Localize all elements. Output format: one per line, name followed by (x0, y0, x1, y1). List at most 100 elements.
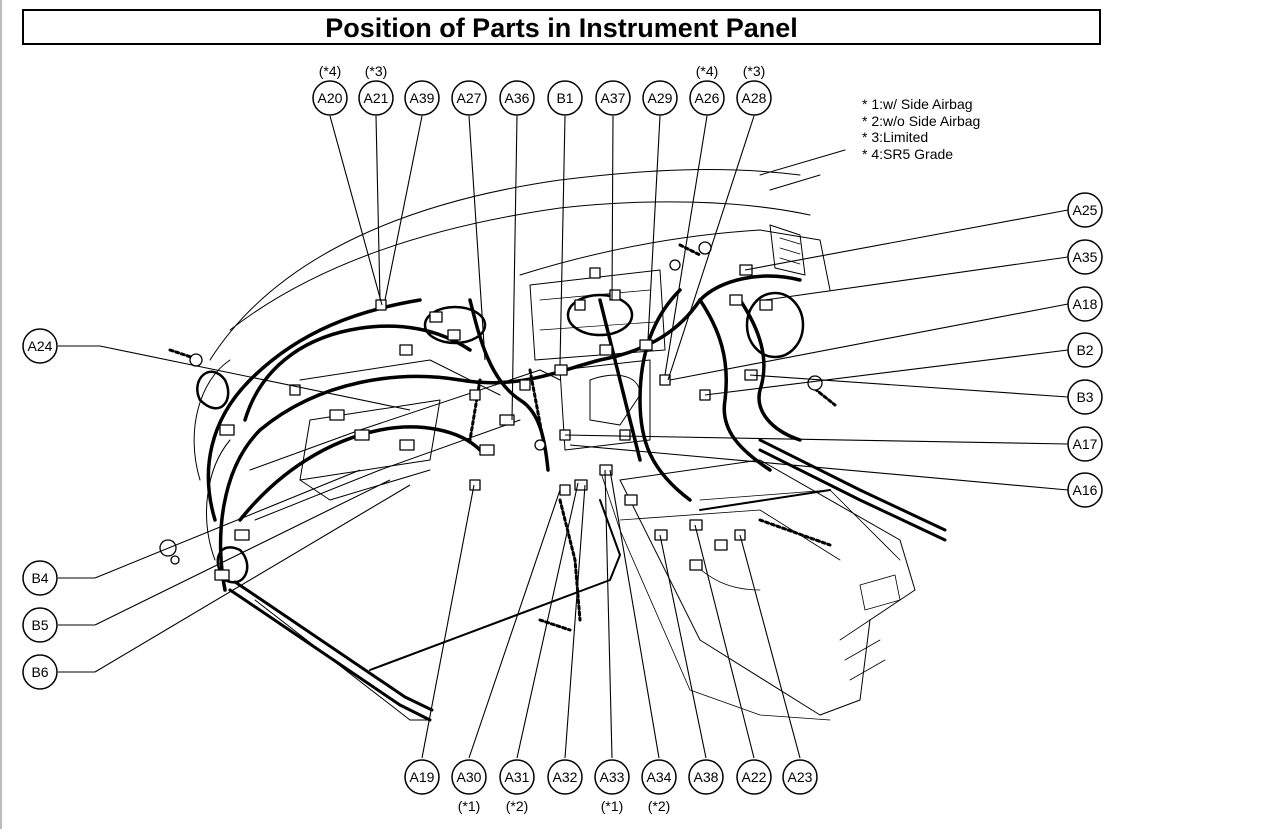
callout-label: A34 (647, 769, 672, 785)
callout-circle (641, 759, 677, 795)
callout-circle (736, 759, 772, 795)
callout-b3: B3 (1067, 379, 1103, 415)
bottom-callouts: A19 A30 (*1) A31 (*2) A32 A33 (*1) A34 (… (404, 759, 818, 814)
callout-a32: A32 (547, 759, 583, 795)
callout-circle (22, 607, 58, 643)
callout-note: (*1) (601, 798, 624, 814)
callout-a39: A39 (404, 80, 440, 116)
callout-a20: (*4) A20 (312, 63, 348, 116)
callout-a23: A23 (782, 759, 818, 795)
callout-a37: A37 (595, 80, 631, 116)
callout-b5: B5 (22, 607, 58, 643)
callout-label: A28 (742, 90, 767, 106)
callout-a31: A31 (*2) (499, 759, 535, 814)
callout-label: A21 (364, 90, 389, 106)
callout-a36: A36 (499, 80, 535, 116)
callout-a34: A34 (*2) (641, 759, 677, 814)
callout-circle (22, 328, 58, 364)
callout-label: A31 (505, 769, 530, 785)
legend-item: * 1:w/ Side Airbag (862, 96, 973, 112)
callout-a33: A33 (*1) (594, 759, 630, 814)
callout-label: A39 (410, 90, 435, 106)
callout-a19: A19 (404, 759, 440, 795)
callout-label: A38 (694, 769, 719, 785)
callout-label: A37 (601, 90, 626, 106)
legend: * 1:w/ Side Airbag * 2:w/o Side Airbag *… (862, 96, 980, 162)
callout-label: A23 (788, 769, 813, 785)
callout-circle (358, 80, 394, 116)
callout-label: A20 (318, 90, 343, 106)
callout-circle (499, 80, 535, 116)
callout-a25: A25 (1067, 192, 1103, 228)
callout-circle (1067, 332, 1103, 368)
callout-b2: B2 (1067, 332, 1103, 368)
callout-label: A35 (1073, 249, 1098, 265)
callout-a30: A30 (*1) (451, 759, 487, 814)
callout-a26: (*4) A26 (689, 63, 725, 116)
callout-label: B6 (31, 664, 48, 680)
callout-circle (594, 759, 630, 795)
callout-note: (*3) (365, 63, 388, 79)
callout-a24: A24 (22, 328, 58, 364)
callout-label: A29 (648, 90, 673, 106)
callout-label: A32 (553, 769, 578, 785)
callout-a28: (*3) A28 (736, 63, 772, 116)
callout-label: A26 (695, 90, 720, 106)
callout-circle (404, 759, 440, 795)
right-callouts: A25 A35 A18 B2 B3 A17 A16 (1067, 192, 1103, 508)
callout-a17: A17 (1067, 426, 1103, 462)
title-box: Position of Parts in Instrument Panel (22, 9, 1101, 45)
callout-note: (*4) (319, 63, 342, 79)
callout-label: A36 (505, 90, 530, 106)
callout-circle (689, 80, 725, 116)
callout-a38: A38 (688, 759, 724, 795)
callout-circle (1067, 472, 1103, 508)
callout-circle (1067, 426, 1103, 462)
callout-label: A27 (457, 90, 482, 106)
callout-a21: (*3) A21 (358, 63, 394, 116)
callout-circle (404, 80, 440, 116)
legend-item: * 2:w/o Side Airbag (862, 113, 980, 129)
callout-a18: A18 (1067, 286, 1103, 322)
callout-circle (547, 80, 583, 116)
callout-label: B3 (1076, 389, 1093, 405)
callout-label: A17 (1073, 436, 1098, 452)
callout-b4: B4 (22, 560, 58, 596)
callout-a16: A16 (1067, 472, 1103, 508)
left-callouts: A24 B4 B5 B6 (22, 328, 58, 690)
callout-circle (782, 759, 818, 795)
instrument-panel-drawing (159, 149, 947, 722)
page-title: Position of Parts in Instrument Panel (325, 13, 798, 43)
callout-circle (1067, 379, 1103, 415)
page-frame-line (0, 0, 2, 829)
callout-circle (1067, 239, 1103, 275)
callout-label: A22 (742, 769, 767, 785)
callout-label: A33 (600, 769, 625, 785)
legend-item: * 3:Limited (862, 129, 928, 145)
callout-circle (688, 759, 724, 795)
callout-circle (595, 80, 631, 116)
callout-label: A30 (457, 769, 482, 785)
callout-note: (*2) (648, 798, 671, 814)
callout-circle (451, 759, 487, 795)
callout-a27: A27 (451, 80, 487, 116)
callout-label: A24 (28, 338, 53, 354)
callout-circle (499, 759, 535, 795)
callout-label: A25 (1073, 202, 1098, 218)
callout-b1: B1 (547, 80, 583, 116)
callout-b6: B6 (22, 654, 58, 690)
callout-a29: A29 (642, 80, 678, 116)
callout-circle (22, 654, 58, 690)
callout-a35: A35 (1067, 239, 1103, 275)
callout-circle (736, 80, 772, 116)
callout-circle (1067, 286, 1103, 322)
callout-circle (1067, 192, 1103, 228)
legend-item: * 4:SR5 Grade (862, 146, 953, 162)
callout-circle (451, 80, 487, 116)
callout-circle (642, 80, 678, 116)
callout-label: B2 (1076, 342, 1093, 358)
callout-circle (312, 80, 348, 116)
callout-label: B1 (556, 90, 573, 106)
callout-circle (547, 759, 583, 795)
